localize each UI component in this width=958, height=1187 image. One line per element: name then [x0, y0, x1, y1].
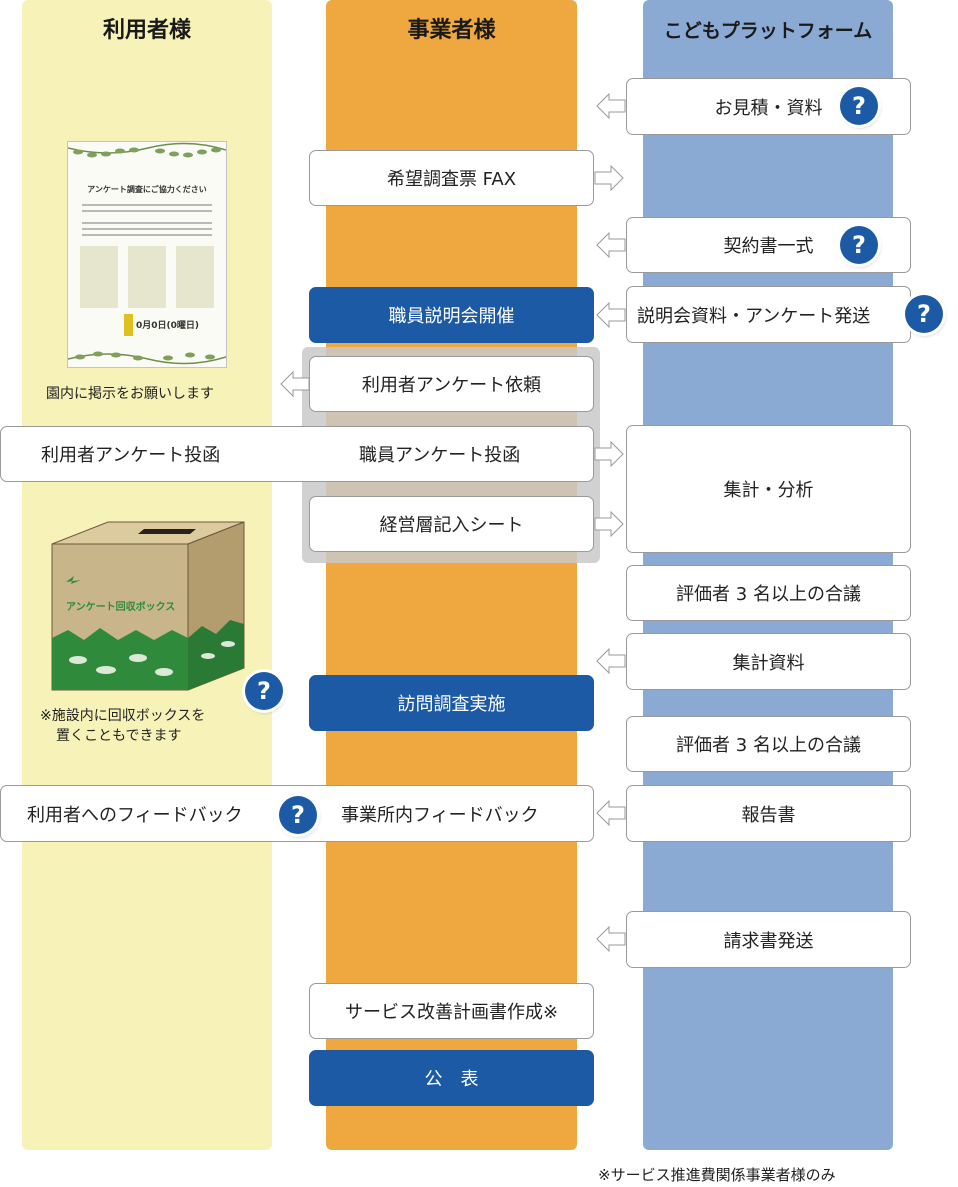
arrow-right-icon: [594, 440, 624, 468]
poster-text-line: [82, 204, 212, 206]
step-user-survey-submit: 利用者アンケート投函: [41, 445, 221, 466]
step-evaluator-council-1: 評価者 3 名以上の合議: [626, 565, 911, 621]
poster-title: アンケート調査にご協力ください: [87, 185, 207, 194]
help-icon[interactable]: ?: [245, 672, 283, 710]
step-improvement-plan: サービス改善計画書作成※: [309, 983, 594, 1039]
step-survey-submit-row: 利用者アンケート投函 職員アンケート投函: [0, 426, 594, 482]
box-caption-line1: ※施設内に回収ボックスを: [40, 708, 206, 724]
step-report: 報告書: [626, 785, 911, 842]
arrow-left-icon: [596, 799, 626, 827]
help-icon[interactable]: ?: [840, 87, 878, 125]
step-visit-survey: 訪問調査実施: [309, 675, 594, 731]
user-lane-title: 利用者様: [102, 18, 191, 43]
box-caption-line2: 置くこともできます: [56, 728, 182, 744]
step-aggregate-materials: 集計資料: [626, 633, 911, 690]
poster-date: 0月0日(0曜日): [136, 321, 200, 331]
arrow-left-icon: [596, 925, 626, 953]
step-briefing-materials: 説明会資料・アンケート発送: [626, 286, 911, 343]
help-icon[interactable]: ?: [279, 796, 317, 834]
step-survey-fax: 希望調査票 FAX: [309, 150, 594, 206]
arrow-left-icon: [280, 370, 310, 398]
business-lane-title: 事業者様: [407, 18, 496, 43]
poster-text-line: [82, 228, 212, 230]
poster-info-column: [80, 246, 118, 308]
step-user-survey-request: 利用者アンケート依頼: [309, 356, 594, 412]
step-user-feedback: 利用者へのフィードバック: [27, 804, 243, 826]
collection-box-label: アンケート回収ボックス: [66, 602, 176, 613]
poster-text-line: [82, 222, 212, 224]
arrow-right-icon: [594, 164, 624, 192]
poster-caption: 園内に掲示をお願いします: [46, 386, 214, 402]
step-invoice: 請求書発送: [626, 911, 911, 968]
leaf-garland-top-icon: [68, 142, 226, 158]
help-icon[interactable]: ?: [905, 295, 943, 333]
step-staff-briefing: 職員説明会開催: [309, 287, 594, 343]
arrow-left-icon: [596, 231, 626, 259]
step-staff-survey-submit: 職員アンケート投函: [359, 445, 521, 466]
footnote: ※サービス推進費関係事業者様のみ: [598, 1166, 836, 1184]
step-office-feedback: 事業所内フィードバック: [341, 804, 539, 826]
collection-box-icon: [51, 521, 245, 691]
step-publish: 公 表: [309, 1050, 594, 1106]
poster-info-column: [176, 246, 214, 308]
platform-lane-title: こどもプラットフォーム: [663, 20, 873, 42]
poster-date-badge: [124, 314, 133, 336]
arrow-right-icon: [594, 510, 624, 538]
arrow-left-icon: [596, 92, 626, 120]
arrow-left-icon: [596, 647, 626, 675]
step-aggregate-analysis: 集計・分析: [626, 425, 911, 553]
step-evaluator-council-2: 評価者 3 名以上の合議: [626, 716, 911, 772]
leaf-garland-bottom-icon: [68, 351, 226, 365]
poster-text-line: [82, 210, 212, 212]
step-management-sheet: 経営層記入シート: [309, 496, 594, 552]
poster-info-column: [128, 246, 166, 308]
arrow-left-icon: [596, 301, 626, 329]
help-icon[interactable]: ?: [840, 226, 878, 264]
poster-text-line: [82, 234, 212, 236]
survey-poster: アンケート調査にご協力ください 0月0日(0曜日): [67, 141, 227, 368]
